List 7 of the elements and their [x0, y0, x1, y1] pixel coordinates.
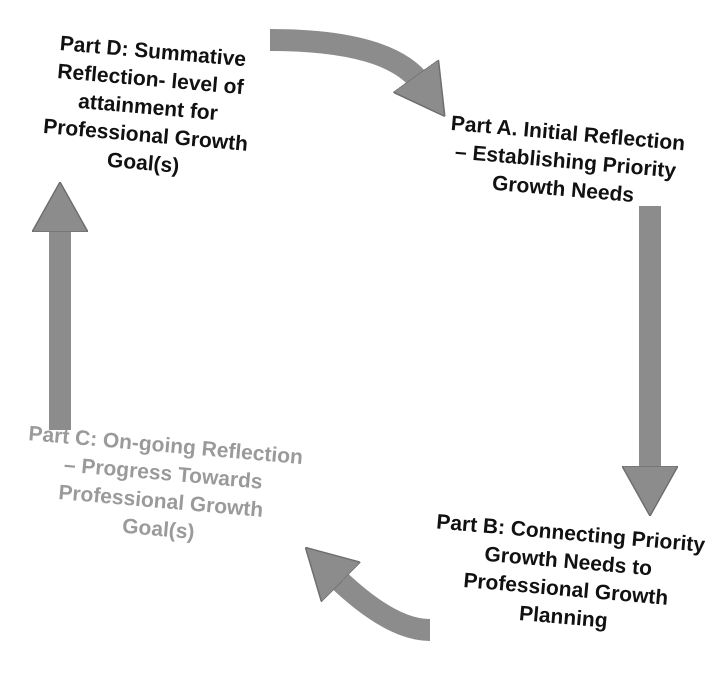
step-label: Part B: Connecting Priority Growth Needs to Professional Growth Planning [434, 509, 706, 635]
curved-arrow [270, 29, 448, 116]
step-label: Part C: On-going Reflection – Progress Towards Professional Growth Goal(s) [26, 421, 305, 546]
curved-arrow [621, 206, 679, 517]
step-label: Part A. Initial Reflection – Establishing Priority Growth Needs [448, 110, 686, 210]
curved-arrow [31, 181, 89, 430]
step-label: Part D: Summative Reflection- level of attainment for Professional Growth Goal(s) [41, 31, 250, 180]
